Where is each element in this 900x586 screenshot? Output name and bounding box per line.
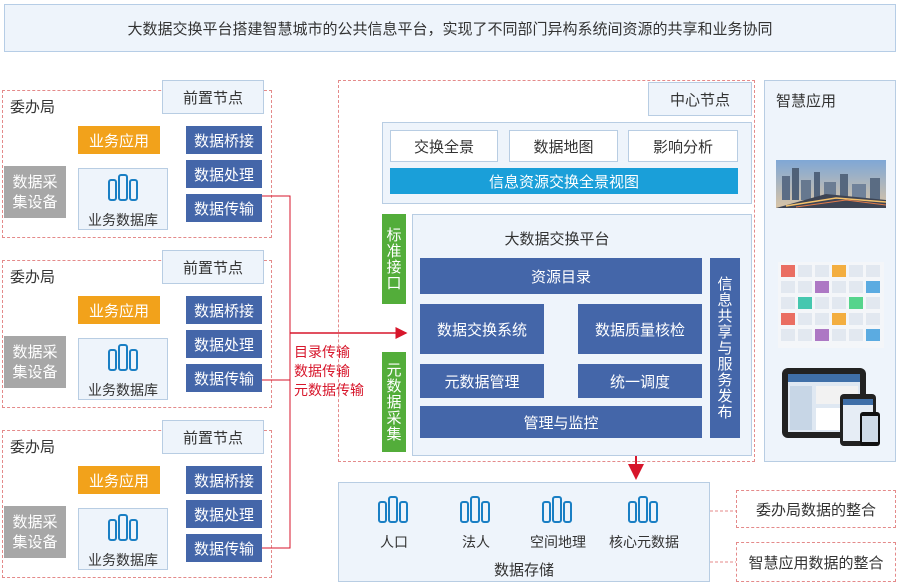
committee-name: 委办局 xyxy=(10,438,56,456)
committee-region xyxy=(2,430,272,578)
header-title: 大数据交换平台搭建智慧城市的公共信息平台，实现了不同部门异构系统间资源的共享和业… xyxy=(127,19,773,38)
committee-name: 委办局 xyxy=(10,268,56,286)
view-map[interactable]: 数据地图 xyxy=(509,130,618,162)
data-transfer: 数据传输 xyxy=(186,194,262,222)
dashboard-tile xyxy=(849,329,863,341)
transmission-data: 数据传输 xyxy=(294,364,350,380)
dashboard-tile xyxy=(781,297,795,309)
business-app: 业务应用 xyxy=(78,126,160,154)
city-skyline-image xyxy=(776,160,886,208)
view-panorama[interactable]: 信息资源交换全景视图 xyxy=(390,168,738,194)
storage-db-icon xyxy=(542,496,572,523)
dashboard-tile xyxy=(815,265,829,277)
dashboard-tile xyxy=(849,297,863,309)
storage-db-icon xyxy=(628,496,658,523)
business-db-label: 业务数据库 xyxy=(88,553,158,569)
center-node-region xyxy=(338,80,755,462)
front-node-label: 前置节点 xyxy=(162,250,264,284)
dashboard-tile xyxy=(781,265,795,277)
dashboard-tile xyxy=(832,281,846,293)
dashboard-tile xyxy=(832,313,846,325)
note-smart-app-integration: 智慧应用数据的整合 xyxy=(736,542,896,582)
dashboard-tile xyxy=(832,329,846,341)
storage-item-label: 法人 xyxy=(462,535,490,551)
dashboard-tile xyxy=(815,313,829,325)
data-collect-device: 数据采集设备 xyxy=(4,336,66,388)
smart-app-title: 智慧应用 xyxy=(776,92,837,110)
database-icon xyxy=(108,344,138,371)
storage-item-label: 核心元数据 xyxy=(609,535,679,551)
business-app: 业务应用 xyxy=(78,296,160,324)
dashboard-tile xyxy=(866,329,880,341)
unified-schedule: 统一调度 xyxy=(578,364,702,398)
link-committee-1 xyxy=(262,195,291,549)
management-monitor: 管理与监控 xyxy=(420,406,702,438)
data-transfer: 数据传输 xyxy=(186,534,262,562)
data-bridge: 数据桥接 xyxy=(186,296,262,324)
front-node-label: 前置节点 xyxy=(162,80,264,114)
header-banner: 大数据交换平台搭建智慧城市的公共信息平台，实现了不同部门异构系统间资源的共享和业… xyxy=(4,4,896,52)
dashboard-tile xyxy=(866,313,880,325)
storage-item-label: 空间地理 xyxy=(530,535,586,551)
dashboard-tile xyxy=(781,281,795,293)
front-node-label: 前置节点 xyxy=(162,420,264,454)
dashboard-tile xyxy=(866,281,880,293)
committee-region xyxy=(2,90,272,238)
database-icon xyxy=(108,514,138,541)
storage-db-icon xyxy=(378,496,408,523)
dashboard-tile xyxy=(849,313,863,325)
data-bridge: 数据桥接 xyxy=(186,126,262,154)
dashboard-tile xyxy=(798,313,812,325)
dashboard-tile xyxy=(798,297,812,309)
committee-region xyxy=(2,260,272,408)
dashboard-tile xyxy=(798,281,812,293)
transmission-catalog: 目录传输 xyxy=(294,345,350,361)
dashboard-tile xyxy=(798,329,812,341)
business-db-label: 业务数据库 xyxy=(88,383,158,399)
storage-title: 数据存储 xyxy=(493,560,554,579)
dashboard-tile xyxy=(866,265,880,277)
business-app: 业务应用 xyxy=(78,466,160,494)
storage-db-icon xyxy=(460,496,490,523)
dashboard-tile xyxy=(781,329,795,341)
dashboard-tile xyxy=(832,297,846,309)
transmission-metadata: 元数据传输 xyxy=(294,383,364,399)
platform-title: 大数据交换平台 xyxy=(504,229,610,248)
dashboard-tile xyxy=(815,281,829,293)
data-transfer: 数据传输 xyxy=(186,364,262,392)
data-bridge: 数据桥接 xyxy=(186,466,262,494)
resource-catalog: 资源目录 xyxy=(420,258,702,294)
metadata-collect: 元数据采集 xyxy=(382,352,406,452)
metadata-management: 元数据管理 xyxy=(420,364,544,398)
dashboard-tile xyxy=(866,297,880,309)
center-node-label: 中心节点 xyxy=(648,82,752,116)
quality-check: 数据质量核检 xyxy=(578,304,702,354)
dashboard-tile xyxy=(815,329,829,341)
data-process: 数据处理 xyxy=(186,160,262,188)
view-impact[interactable]: 影响分析 xyxy=(628,130,738,162)
dashboard-tile xyxy=(849,265,863,277)
share-service: 信息共享与服务发布 xyxy=(710,258,740,438)
dashboard-tile xyxy=(781,313,795,325)
committee-name: 委办局 xyxy=(10,98,56,116)
dashboard-tile xyxy=(815,297,829,309)
data-process: 数据处理 xyxy=(186,500,262,528)
standard-interface: 标准接口 xyxy=(382,214,406,304)
data-process: 数据处理 xyxy=(186,330,262,358)
view-exchange[interactable]: 交换全景 xyxy=(390,130,498,162)
storage-item-label: 人口 xyxy=(380,535,408,551)
devices-image xyxy=(782,368,880,446)
transmission-labels: 目录传输 数据传输 元数据传输 xyxy=(294,344,364,401)
database-icon xyxy=(108,174,138,201)
data-collect-device: 数据采集设备 xyxy=(4,506,66,558)
data-collect-device: 数据采集设备 xyxy=(4,166,66,218)
dashboard-tile xyxy=(798,265,812,277)
note-committee-integration: 委办局数据的整合 xyxy=(736,490,896,528)
business-db-label: 业务数据库 xyxy=(88,213,158,229)
dashboard-tile xyxy=(832,265,846,277)
exchange-system: 数据交换系统 xyxy=(420,304,544,354)
storage-panel xyxy=(338,482,710,582)
dashboard-image xyxy=(778,262,884,348)
dashboard-tile xyxy=(849,281,863,293)
